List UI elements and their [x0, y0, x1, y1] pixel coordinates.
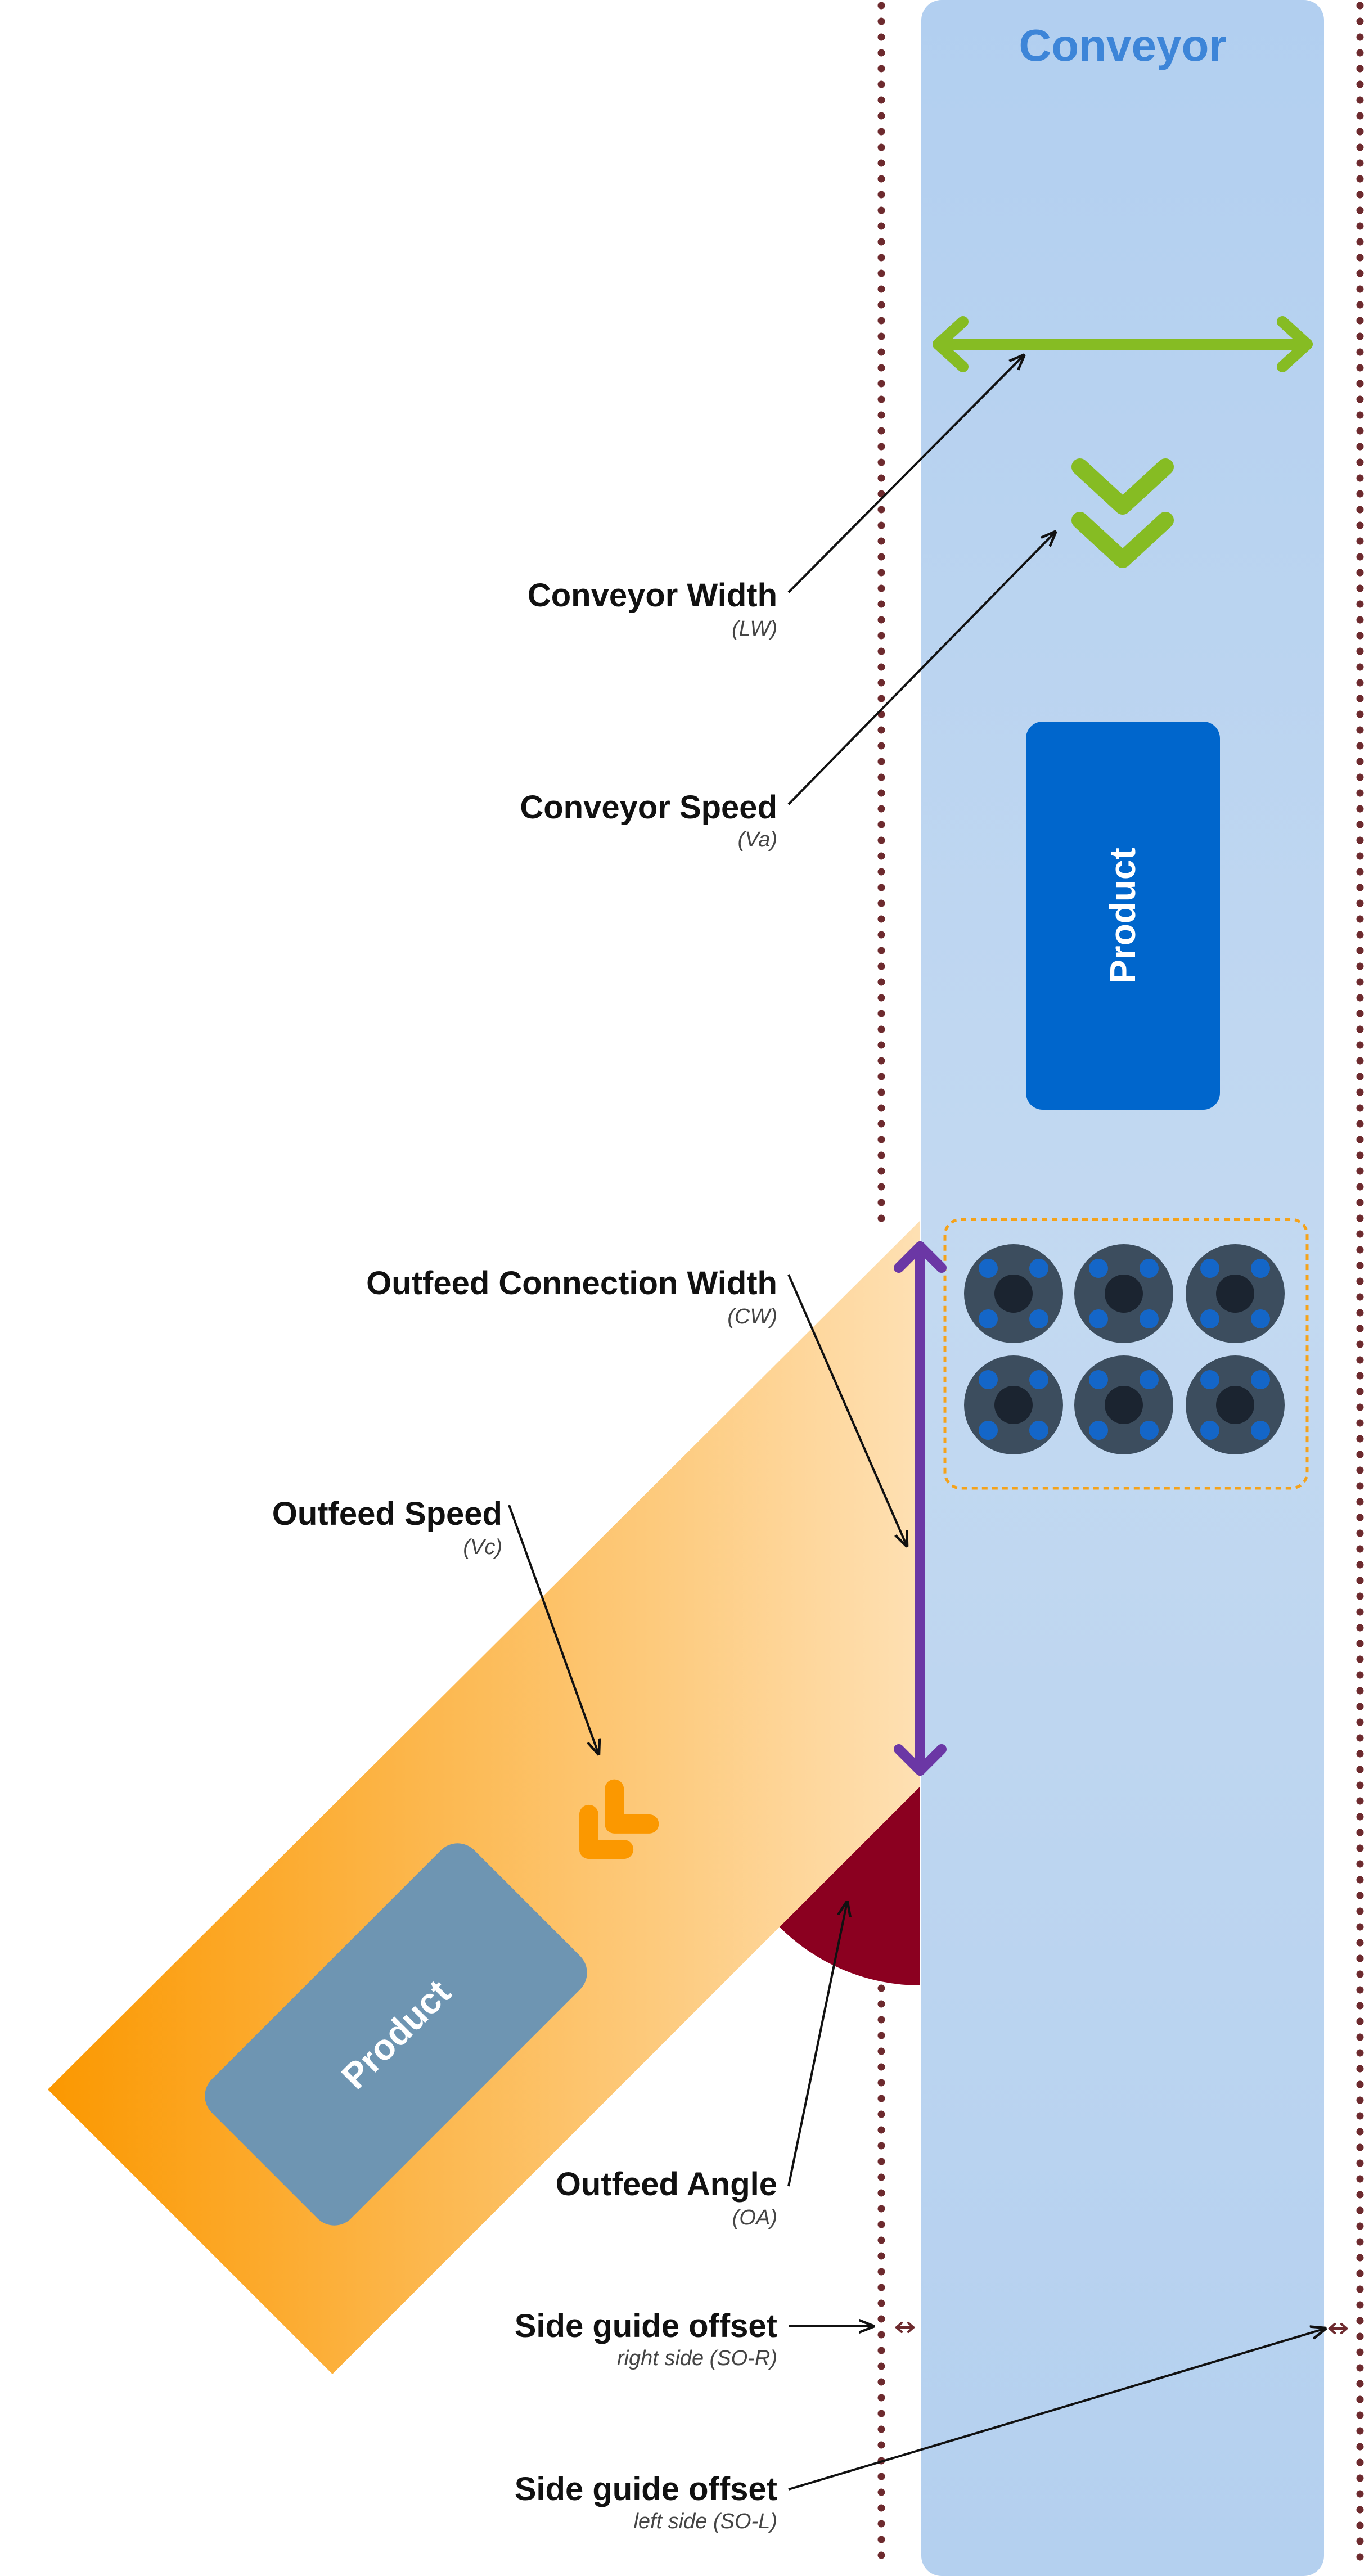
svg-text:(LW): (LW): [732, 617, 777, 641]
conveyor-speed-icon: [1071, 458, 1174, 568]
roller-wheel: [964, 1244, 1063, 1343]
svg-text:(CW): (CW): [727, 1305, 777, 1328]
outfeed-speed-icon: [579, 1779, 659, 1859]
label-conveyor-width: Conveyor Width (LW): [528, 577, 777, 641]
label-outfeed-angle: Outfeed Angle (OA): [556, 2166, 777, 2230]
outfeed-connection-width-arrow: [894, 1241, 947, 1776]
side-guide-offset-marker-right: [894, 2322, 916, 2333]
leader-outfeed-connection-width: [787, 1274, 907, 1546]
svg-text:(Vc): (Vc): [463, 1535, 502, 1559]
roller-wheel: [1074, 1244, 1173, 1343]
svg-text:right side (SO-R): right side (SO-R): [617, 2347, 777, 2370]
svg-text:left side (SO-L): left side (SO-L): [633, 2510, 777, 2533]
svg-text:Conveyor Width: Conveyor Width: [528, 577, 777, 614]
conveyor-product: Product: [1026, 722, 1220, 1110]
leader-outfeed-speed: [508, 1505, 598, 1754]
wheel-block: [943, 1218, 1309, 1490]
conveyor-title: Conveyor: [1019, 20, 1227, 70]
outfeed-product: Product: [205, 1843, 587, 2226]
svg-text:(OA): (OA): [732, 2206, 777, 2230]
label-outfeed-connection-width: Outfeed Connection Width (CW): [366, 1265, 777, 1328]
svg-text:Conveyor Speed: Conveyor Speed: [520, 789, 777, 826]
label-side-guide-right: Side guide offset right side (SO-R): [515, 2308, 777, 2370]
svg-text:Outfeed Connection Width: Outfeed Connection Width: [366, 1265, 777, 1301]
conveyor-width-arrow: [933, 316, 1313, 372]
outfeed-conveyor: [48, 1221, 920, 2374]
roller-wheel: [1186, 1244, 1285, 1343]
leader-conveyor-width: [787, 355, 1024, 593]
label-conveyor-speed: Conveyor Speed (Va): [520, 789, 777, 852]
leader-side-guide-left: [788, 2329, 1325, 2491]
svg-text:Outfeed Angle: Outfeed Angle: [556, 2166, 777, 2203]
label-side-guide-left: Side guide offset left side (SO-L): [515, 2471, 777, 2533]
side-guide-offset-marker-left: [1327, 2323, 1349, 2334]
label-outfeed-speed: Outfeed Speed (Vc): [272, 1496, 502, 1559]
svg-text:Outfeed Speed: Outfeed Speed: [272, 1496, 502, 1532]
roller-wheel: [964, 1355, 1063, 1454]
leader-outfeed-angle: [787, 1902, 847, 2187]
conveyor-product-label: Product: [1102, 848, 1143, 984]
svg-text:Side guide offset: Side guide offset: [515, 2471, 777, 2507]
svg-text:Side guide offset: Side guide offset: [515, 2308, 777, 2344]
leader-conveyor-speed: [787, 532, 1055, 805]
roller-wheel: [1186, 1355, 1285, 1454]
leader-lines: [508, 355, 1325, 2491]
outfeed-angle-wedge: [780, 1786, 920, 1985]
roller-wheel: [1074, 1355, 1173, 1454]
svg-text:(Va): (Va): [738, 828, 777, 852]
